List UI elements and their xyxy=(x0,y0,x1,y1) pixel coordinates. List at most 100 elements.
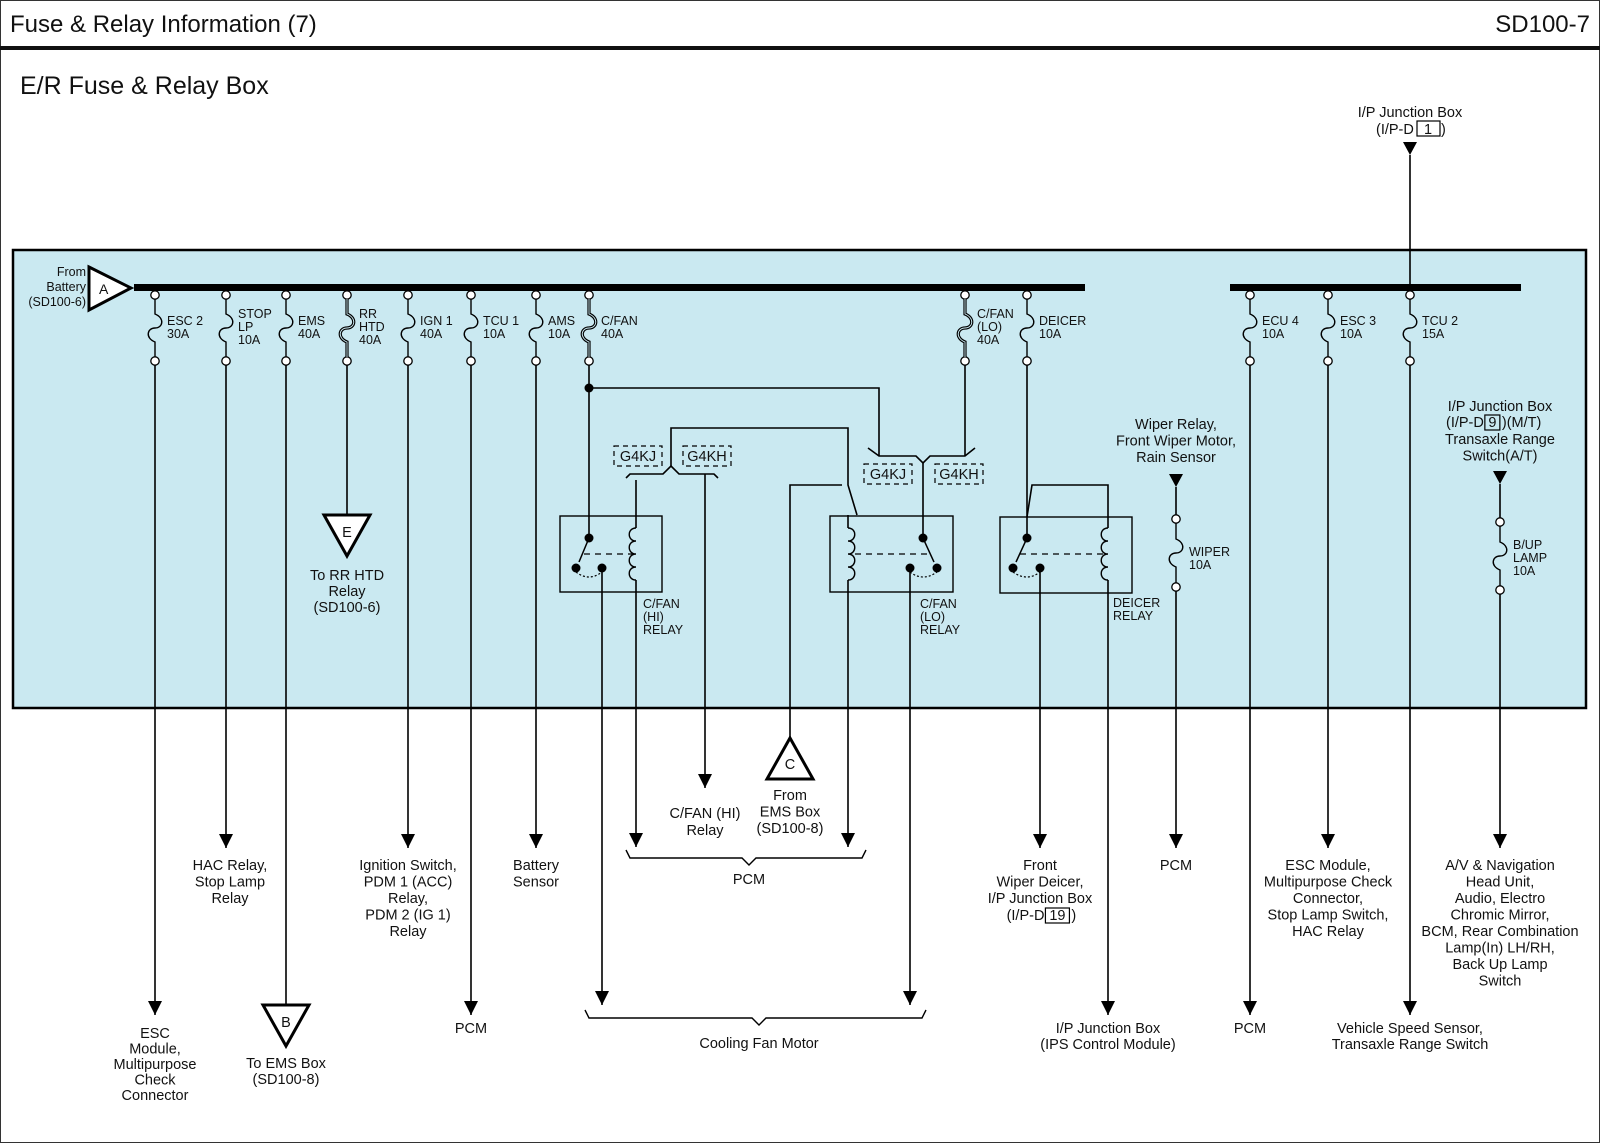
battery-label-line: (SD100-6) xyxy=(28,295,86,309)
arrow-down-icon xyxy=(698,774,712,788)
fuse-terminal xyxy=(342,356,352,366)
destination-label: Switch xyxy=(1479,974,1522,990)
fuse-label: B/UP xyxy=(1513,538,1542,552)
fuse-label: ESC 3 xyxy=(1340,314,1376,328)
relay-coil-icon xyxy=(628,527,637,581)
fuse-icon xyxy=(1242,299,1258,357)
destination-label: Back Up Lamp xyxy=(1452,957,1547,973)
connector-pin-number: 19 xyxy=(1049,908,1065,924)
connector-pin-number: 1 xyxy=(1424,122,1432,138)
fuse-terminal xyxy=(1405,356,1415,366)
fuse-label: 10A xyxy=(548,327,571,341)
destination-label: (SD100-8) xyxy=(253,1072,320,1088)
arrow-down-icon xyxy=(629,833,643,847)
source-label: Rain Sensor xyxy=(1136,450,1216,466)
fuse-label: C/FAN xyxy=(601,314,638,328)
fuse-label: 10A xyxy=(1262,327,1285,341)
destination-label: (SD100-8) xyxy=(757,821,824,837)
arrow-down-icon xyxy=(529,834,543,848)
destination-label: Multipurpose Check xyxy=(1264,875,1393,891)
fuse-icon xyxy=(463,299,479,357)
engine-option-box xyxy=(682,445,732,467)
arrow-down-icon xyxy=(464,1001,478,1015)
group-brace xyxy=(584,1009,927,1026)
source-label: Front Wiper Motor, xyxy=(1116,434,1236,450)
source-label: Switch(A/T) xyxy=(1463,449,1538,465)
destination-label: Relay, xyxy=(388,891,428,907)
fuse-label: EMS xyxy=(298,314,325,328)
fuse-terminal xyxy=(466,290,476,300)
fuse-label: DEICER xyxy=(1039,314,1086,328)
fuse-icon xyxy=(1320,299,1336,357)
arrow-down-icon xyxy=(1243,1001,1257,1015)
destination-label: PDM 2 (IG 1) xyxy=(365,908,450,924)
relay-switch-arm xyxy=(922,537,935,563)
destination-label: PCM xyxy=(733,872,765,888)
fuse-terminal xyxy=(531,356,541,366)
fuse-terminal xyxy=(1495,517,1505,527)
destination-label: ESC Module, xyxy=(1285,858,1370,874)
fuse-label: STOP xyxy=(238,307,272,321)
destination-label: HAC Relay xyxy=(1292,924,1364,940)
fuse-label: 40A xyxy=(298,327,321,341)
fuse-icon xyxy=(147,299,163,357)
wire xyxy=(670,427,858,516)
destination-label: (IPS Control Module) xyxy=(1040,1037,1175,1053)
fuse-label: ESC 2 xyxy=(167,314,203,328)
relay-switch-arm xyxy=(1015,537,1028,563)
fuse-terminal xyxy=(584,290,594,300)
destination-label: Stop Lamp xyxy=(195,875,265,891)
destination-label: Check xyxy=(134,1073,176,1089)
arrow-down-icon xyxy=(1321,834,1335,848)
destination-label: Chromic Mirror, xyxy=(1450,908,1549,924)
top-input-label: I/P Junction Box xyxy=(1358,105,1463,121)
destination-label: Sensor xyxy=(513,875,559,891)
destination-label: Relay xyxy=(686,823,724,839)
relay-box xyxy=(999,516,1133,594)
junction-dot xyxy=(1008,563,1018,573)
bus-bar-1 xyxy=(134,284,1085,291)
relay-box xyxy=(559,515,663,593)
fuse-box-outline xyxy=(11,248,1588,710)
relay-contact-arc xyxy=(575,571,603,578)
fuse-icon xyxy=(528,299,544,357)
relay-label: DEICER xyxy=(1113,596,1160,610)
fuse-icon xyxy=(218,299,234,357)
fuse-label: RR xyxy=(359,307,377,321)
page-header: Fuse & Relay Information (7) SD100-7 xyxy=(0,0,1600,50)
battery-label: From Battery (SD100-6) xyxy=(28,265,86,309)
destination-label: Multipurpose xyxy=(113,1057,196,1073)
engine-option-label: G4KJ xyxy=(620,449,656,465)
fuse-terminal xyxy=(531,290,541,300)
input-arrow-icon xyxy=(1493,471,1507,484)
fuse-terminal xyxy=(281,290,291,300)
fuse-label: ECU 4 xyxy=(1262,314,1299,328)
fuse-label: WIPER xyxy=(1189,545,1230,559)
battery-connector-triangle xyxy=(87,264,135,313)
fuse-label: 10A xyxy=(1039,327,1062,341)
fuse-icon xyxy=(278,299,294,357)
engine-option-box xyxy=(934,463,984,485)
fuse-icon-inner xyxy=(581,299,597,357)
fuse-label: 40A xyxy=(977,333,1000,347)
fuse-label: AMS xyxy=(548,314,575,328)
destination-label: Lamp(In) LH/RH, xyxy=(1445,941,1555,957)
engine-option-box xyxy=(613,445,663,467)
source-label: Wiper Relay, xyxy=(1135,417,1217,433)
bus-bar-2 xyxy=(1230,284,1521,291)
engine-option-label: G4KJ xyxy=(870,467,906,483)
label: (I/P-D xyxy=(1446,415,1484,431)
label: )(M/T) xyxy=(1502,415,1541,431)
fuse-terminal xyxy=(150,290,160,300)
destination-label: Ignition Switch, xyxy=(359,858,457,874)
connector-pin-box xyxy=(1416,120,1441,137)
fuse-label: HTD xyxy=(359,320,385,334)
connector-letter: E xyxy=(342,525,352,541)
fuse-label: 10A xyxy=(1340,327,1363,341)
label: ) xyxy=(1071,908,1076,924)
fuse-terminal xyxy=(221,356,231,366)
engine-option-label: G4KH xyxy=(687,449,727,465)
fuse-icon xyxy=(400,299,416,357)
relay-switch-arm xyxy=(578,537,590,563)
destination-label: From xyxy=(773,788,807,804)
